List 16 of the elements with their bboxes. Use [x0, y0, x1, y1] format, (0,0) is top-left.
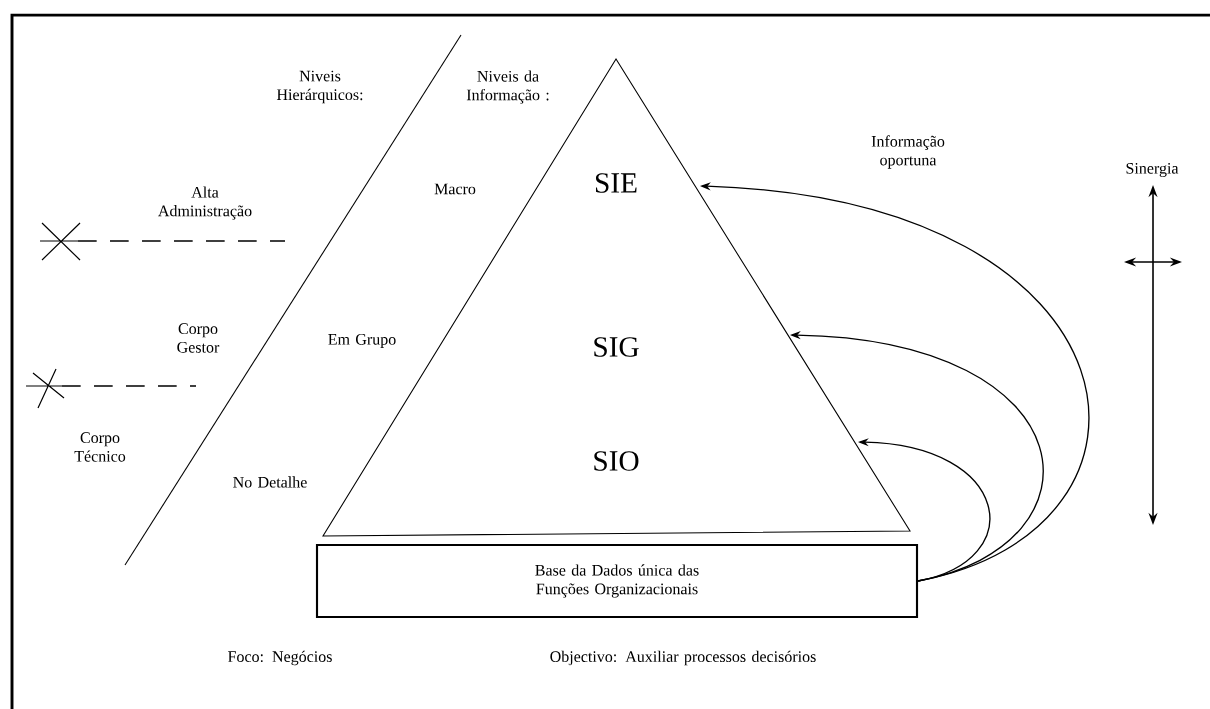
level-label: SIE [595, 173, 637, 193]
text-label: Em Grupo [328, 334, 396, 348]
level-label: SIO [594, 451, 639, 471]
text-label: Informação oportuna [871, 135, 945, 169]
text-label: Niveis Hierárquicos: [276, 70, 363, 104]
text-label: Niveis da Informação : [466, 70, 549, 104]
text-label: Sinergia [1126, 162, 1179, 177]
text-label: Alta Administração [158, 186, 252, 220]
text-label: Macro [434, 183, 476, 195]
text-label: Foco: Negócios [228, 650, 332, 666]
text-label: No Detalhe [233, 476, 307, 488]
level-label: SIG [594, 337, 639, 357]
text-label: Corpo Técnico [74, 432, 126, 462]
database-box: Base da Dados única das Funções Organizacionais [315, 543, 919, 619]
text-label: Objectivo: Auxiliar processos decisórios [550, 650, 816, 666]
text-label: Corpo Gestor [177, 323, 220, 353]
